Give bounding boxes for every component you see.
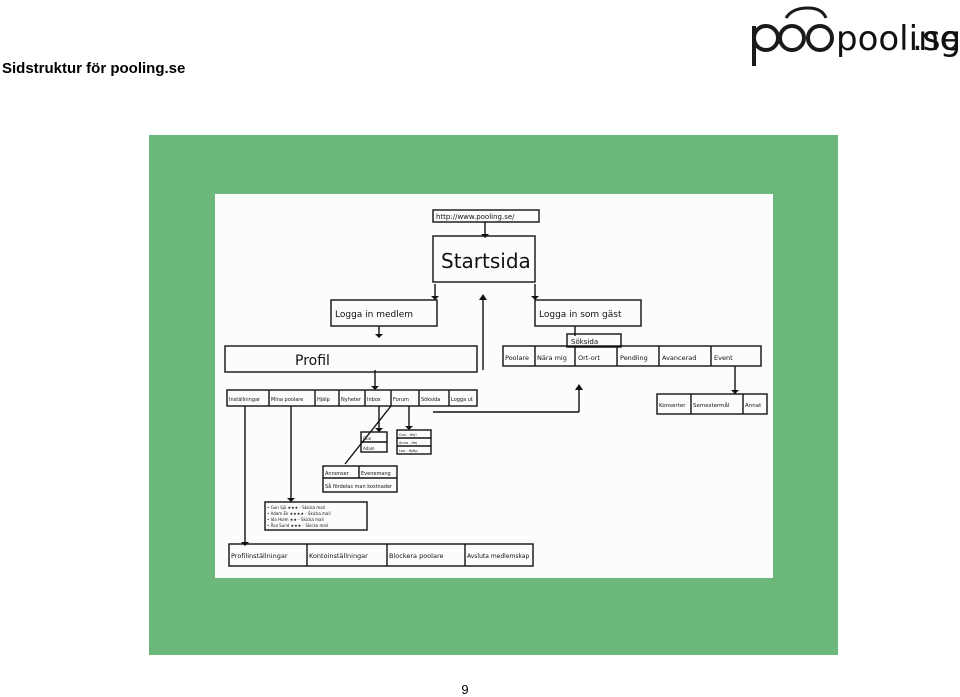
pooling-logo: pooling .se [752,6,958,66]
page-title: Sidstruktur för pooling.se [2,60,186,77]
member-menu-2: Hjälp [317,397,330,403]
guest-menu-box [502,345,762,367]
startsida-text: Startsida [441,249,531,273]
settings-0: Profilinställningar [231,552,288,560]
guest-menu-1: Nära mig [537,354,567,362]
settings-1: Kontoinställningar [309,552,368,560]
forum-top-1: Evenemang [361,471,391,477]
poolare-0: • Gun Sjö ★★★ - Skicka mail [267,505,325,510]
settings-2: Blockera poolare [389,552,443,560]
event-menu-0: Konserter [659,403,686,409]
member-menu-5: Forum [393,397,409,403]
news-item-1: Anna - Hej [399,441,417,445]
page-number: 9 [461,682,469,697]
member-menu-6: Söksida [421,397,440,403]
login-member-text: Logga in medlem [335,310,413,320]
guest-menu-4: Avancerad [662,354,696,362]
settings-3: Avsluta medlemskap [467,553,530,560]
guest-menu-2: Ort-ort [578,354,600,362]
member-menu-box [226,389,478,407]
inbox-item-1: Adam [363,446,375,451]
member-menu-1: Mina poolare [271,397,303,403]
profil-box [224,345,478,373]
logo-text: pooling [836,19,958,59]
member-menu-4: Inbox [367,397,381,403]
login-member-box [330,299,438,327]
poolare-2: • Ida Holm ★★ - Skicka mail [267,517,324,522]
poolare-3: • Åsa Sund ★★★ - Skicka mail [267,523,328,528]
event-menu-2: Annat [745,403,762,409]
url-box [432,209,540,223]
news-items-box [396,429,432,455]
member-menu-7: Logga ut [451,397,473,403]
forum-bottom: Så fördelas man kostnader [325,483,393,490]
search-label-text: Söksida [571,338,598,346]
logo-suffix: .se [912,19,958,59]
forum-box [322,465,398,493]
news-item-0: Gun - Hej! [399,433,417,437]
url-text: http://www.pooling.se/ [436,213,515,221]
guest-menu-5: Event [714,354,733,362]
sitemap-sketch: http://www.pooling.se/ Startsida Logga i… [224,209,768,567]
guest-menu-3: Pendling [620,354,648,362]
event-menu-box [656,393,768,415]
search-label-box [566,333,622,348]
login-guest-text: Logga in som gäst [539,310,622,320]
login-guest-box [534,299,642,327]
poolare-list-box [264,501,368,531]
member-menu-3: Nyheter [341,397,362,403]
member-menu-0: Inställningar [229,397,261,403]
event-menu-1: Semestermål [693,402,730,409]
forum-top-0: Annonser [325,471,350,477]
profil-text: Profil [295,353,330,369]
poolare-1: • Adam Ek ★★★★ - Skicka mail [267,511,331,516]
sketch-paper: http://www.pooling.se/ Startsida Logga i… [215,194,773,578]
inbox-item-0: Gun [363,436,372,441]
guest-menu-0: Poolare [505,354,529,362]
news-item-2: Leo - Hjälp [399,449,418,453]
settings-menu-box [228,543,534,567]
